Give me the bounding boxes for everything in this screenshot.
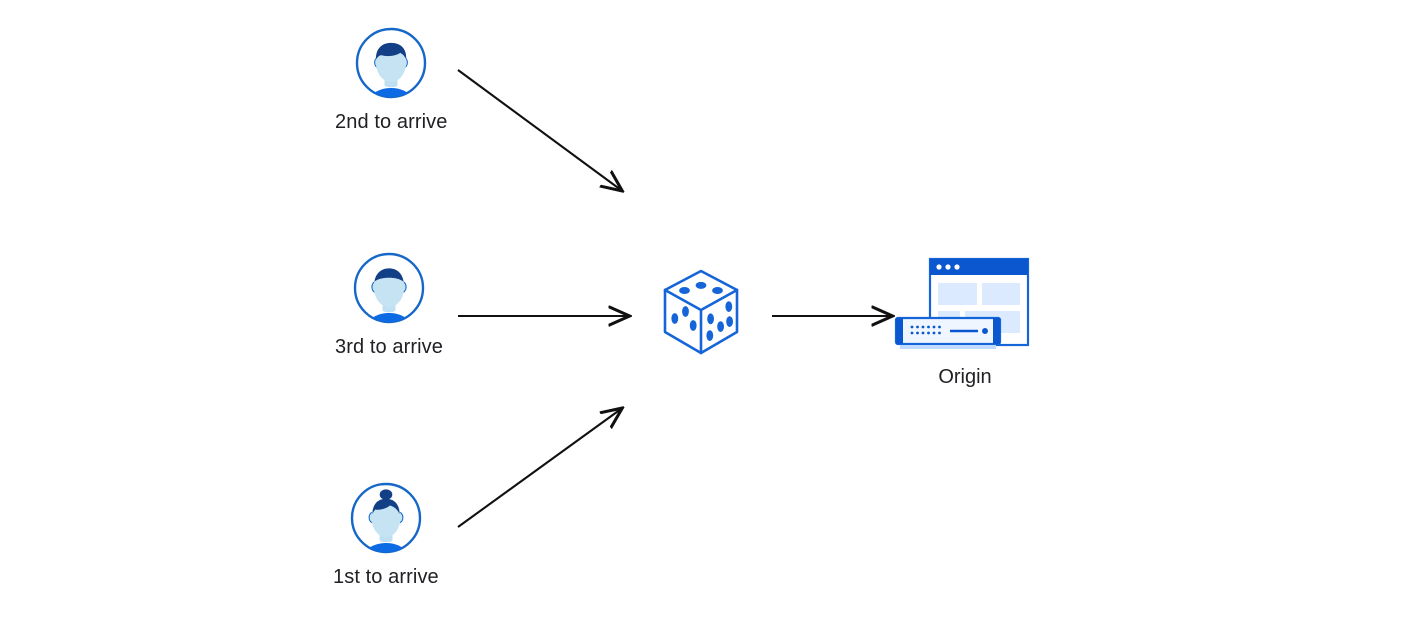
client-label-1st: 1st to arrive [333,566,439,588]
server-appliance-icon [894,316,1002,349]
user-avatar-icon [352,251,426,325]
origin-label: Origin [938,366,992,388]
client-node-3rd: 3rd to arrive [335,251,443,357]
client-label-3rd: 3rd to arrive [335,336,444,358]
arrow-2nd-to-dice [457,69,621,190]
client-label-2nd: 2nd to arrive [335,111,448,133]
user-avatar-icon [354,26,428,100]
client-node-1st: 1st to arrive [333,481,439,587]
client-node-2nd: 2nd to arrive [335,26,447,132]
origin-server-icon [890,255,1040,355]
origin-node: Origin [890,255,1040,387]
user-avatar-icon [349,481,423,555]
arrow-1st-to-dice [457,409,621,528]
dice-icon [660,268,742,356]
